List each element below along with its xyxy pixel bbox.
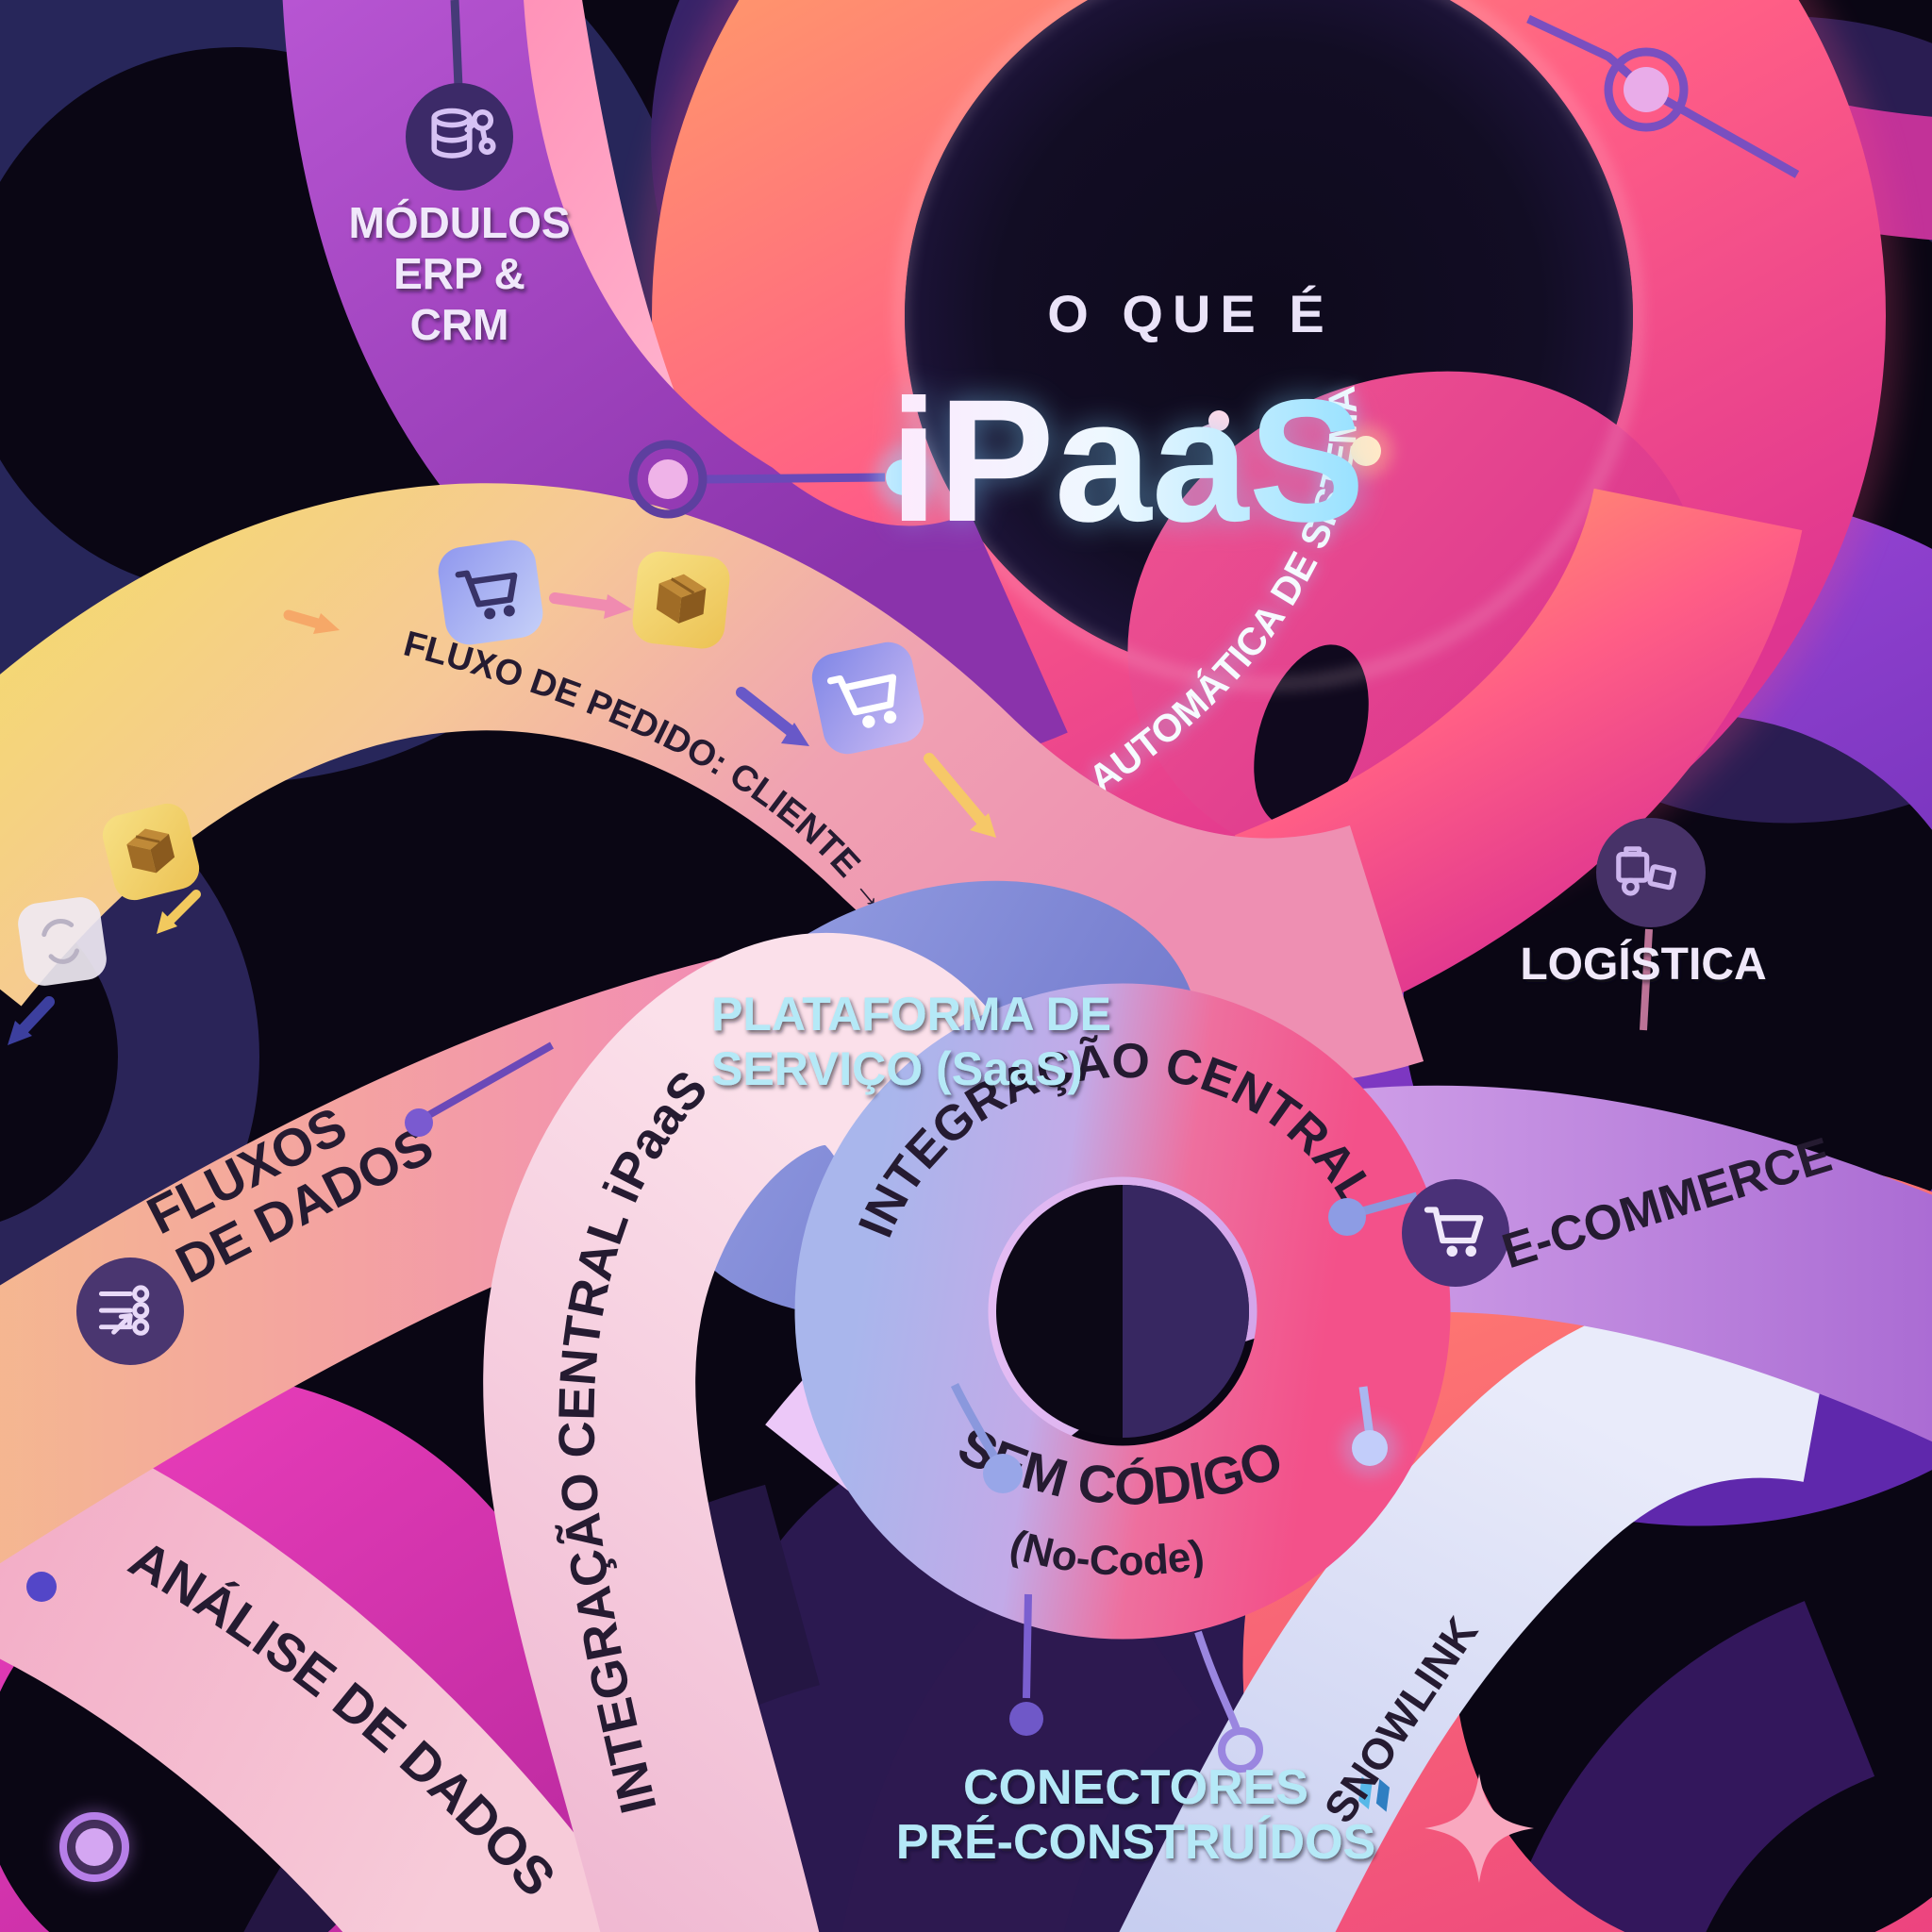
arrow-pink-icon (549, 592, 632, 619)
modules-label-line1: MÓDULOS (348, 198, 570, 247)
modules-label-line2: ERP & (393, 249, 525, 298)
package-app-icon-small (102, 803, 200, 901)
modules-badge (406, 83, 513, 191)
badge-stem (450, 0, 463, 88)
central-integration-donut: INTEGRAÇÃO CENTRAL SEM CÓDIGO (No-Code) (794, 983, 1451, 1640)
cart-app-icon (438, 540, 543, 645)
arrow-yellow-small-icon (157, 890, 201, 934)
title-kicker: O QUE É (1047, 284, 1333, 343)
node-dot (1208, 410, 1229, 431)
connectors-label-line2: PRÉ-CONSTRUÍDOS (896, 1815, 1375, 1870)
title-main: iPaaS (890, 364, 1365, 558)
node-line (417, 1041, 554, 1124)
snowlink-band (1119, 1284, 1839, 1932)
cart-app-icon-2 (811, 641, 924, 755)
arrow-blue-icon (8, 996, 55, 1045)
main-ring (637, 0, 1901, 1033)
platform-label-line2: SERVIÇO (SaaS) (711, 1042, 1083, 1095)
platform-label-group: PLATAFORMA DE SERVIÇO (SaaS) (711, 988, 1111, 1095)
donut-connectors (950, 1191, 1419, 1493)
glass-app-icon (18, 897, 107, 986)
node-connector-bottom-1 (1009, 1593, 1043, 1736)
snowlink-logo-icon (1358, 1776, 1391, 1812)
arrow-yellow-icon (924, 753, 996, 838)
title-main-glow: iPaaS (890, 364, 1365, 558)
logistics-group: LOGÍSTICA (1520, 818, 1767, 1031)
donut-hole-wedge (1123, 1185, 1249, 1438)
modules-label-line3: CRM (410, 300, 509, 349)
flow-arrows (8, 592, 996, 1045)
node-connector-top-right (1526, 14, 1800, 178)
ecommerce-badge (1402, 1179, 1509, 1287)
arrow-orange-icon (283, 609, 340, 634)
order-flow-band (0, 483, 1424, 1086)
glow-dot (1351, 436, 1381, 466)
node-connector-a (628, 440, 934, 519)
inner-notch (1254, 644, 1369, 827)
package-app-icon (632, 551, 730, 649)
connector-nodes (26, 14, 1800, 1885)
sparkle-icon (1424, 1774, 1534, 1883)
logistics-label: LOGÍSTICA (1520, 939, 1766, 990)
inner-rim-highlight (898, 0, 1640, 687)
title-group: O QUE É iPaaS iPaaS (890, 284, 1365, 558)
node-dot-left (26, 1572, 57, 1602)
node-connector-glow-left (57, 1809, 132, 1885)
connectors-label-group: CONECTORES PRÉ-CONSTRUÍDOS (896, 1760, 1375, 1870)
node-dot (405, 1108, 433, 1137)
connectors-label-line1: CONECTORES (963, 1760, 1308, 1815)
dark-band-bottom (841, 1532, 1204, 1932)
badge-stem (1640, 928, 1653, 1031)
arrow-purple-icon (736, 687, 809, 746)
node-connector-bottom-2 (1194, 1630, 1263, 1773)
platform-label-line1: PLATAFORMA DE (711, 988, 1111, 1041)
